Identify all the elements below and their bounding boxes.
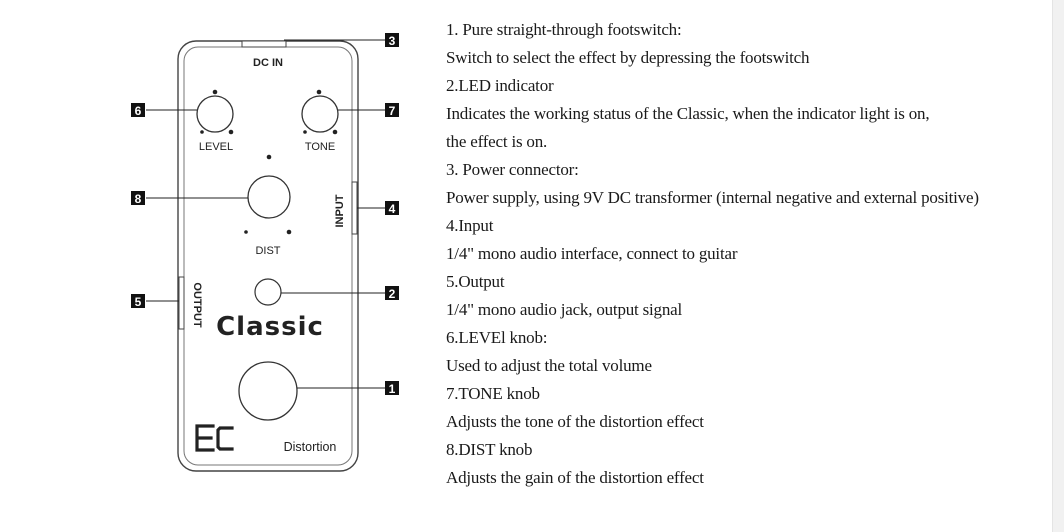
dist-dot-max xyxy=(286,229,292,235)
callout-7: 7 xyxy=(385,103,399,118)
dc-in-jack xyxy=(241,40,287,48)
svg-text:7: 7 xyxy=(389,104,396,118)
dist-dot-min xyxy=(244,230,248,234)
tone-knob xyxy=(301,95,339,133)
input-jack xyxy=(351,181,358,235)
svg-text:1: 1 xyxy=(389,382,396,396)
dist-knob xyxy=(247,175,291,219)
callout-3: 3 xyxy=(385,33,399,48)
footswitch xyxy=(238,361,298,421)
svg-text:8: 8 xyxy=(135,192,142,206)
description-line: 2.LED indicator xyxy=(446,76,554,95)
description-line: 7.TONE knob xyxy=(446,384,540,403)
level-label: LEVEL xyxy=(199,141,233,153)
dist-label: DIST xyxy=(255,245,280,257)
svg-text:2: 2 xyxy=(389,287,396,301)
level-dot-max xyxy=(228,129,234,135)
output-jack xyxy=(178,276,185,330)
level-dot-top xyxy=(212,89,218,95)
description-line: 4.Input xyxy=(446,216,494,235)
description-line: 1/4" mono audio interface, connect to gu… xyxy=(446,244,738,263)
svg-text:4: 4 xyxy=(389,202,396,216)
led-indicator xyxy=(254,278,282,306)
description-line: 1/4" mono audio jack, output signal xyxy=(446,300,683,319)
callout-1: 1 xyxy=(385,381,399,396)
callout-5: 5 xyxy=(131,294,145,309)
svg-text:5: 5 xyxy=(135,295,142,309)
description-line: the effect is on. xyxy=(446,132,548,151)
level-dot-min xyxy=(200,130,204,134)
level-knob xyxy=(196,95,234,133)
tone-dot-max xyxy=(332,129,338,135)
output-label: OUTPUT xyxy=(191,282,203,328)
pedal-diagram: DC IN LEVEL TONE DIST INPUT OUTPUT Class… xyxy=(131,33,399,472)
description-line: Power supply, using 9V DC transformer (i… xyxy=(446,188,979,207)
description-line: Adjusts the tone of the distortion effec… xyxy=(446,412,704,431)
feature-description-list: 1. Pure straight-through footswitch: Swi… xyxy=(446,16,1046,492)
description-line: Switch to select the effect by depressin… xyxy=(446,48,810,67)
input-label: INPUT xyxy=(334,194,346,227)
description-line: 8.DIST knob xyxy=(446,440,533,459)
svg-text:6: 6 xyxy=(135,104,142,118)
callout-6: 6 xyxy=(131,103,145,118)
vertical-scrollbar[interactable] xyxy=(1052,0,1064,532)
ec-logo xyxy=(195,424,234,452)
model-name: Classic xyxy=(216,312,324,342)
callout-2: 2 xyxy=(385,286,399,301)
callout-8: 8 xyxy=(131,191,145,206)
leader-lines xyxy=(146,39,385,389)
tone-dot-top xyxy=(316,89,322,95)
callout-4: 4 xyxy=(385,201,399,216)
svg-text:3: 3 xyxy=(389,34,396,48)
description-line: Used to adjust the total volume xyxy=(446,356,652,375)
description-line: Indicates the working status of the Clas… xyxy=(446,104,930,123)
description-line: 6.LEVEl knob: xyxy=(446,328,548,347)
dist-dot-top xyxy=(266,154,272,160)
description-line: 5.Output xyxy=(446,272,505,291)
effect-name: Distortion xyxy=(284,440,337,454)
tone-label: TONE xyxy=(305,141,335,153)
description-line: 1. Pure straight-through footswitch: xyxy=(446,20,682,39)
dc-in-label: DC IN xyxy=(253,57,283,69)
description-line: 3. Power connector: xyxy=(446,160,579,179)
tone-dot-min xyxy=(303,130,307,134)
description-line: Adjusts the gain of the distortion effec… xyxy=(446,468,704,487)
